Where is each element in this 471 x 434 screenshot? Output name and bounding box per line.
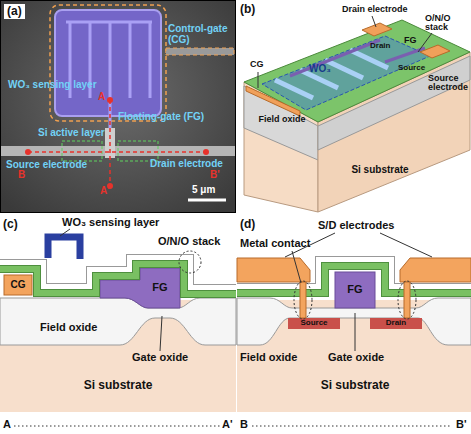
sensing-region: WO₃: [298, 60, 342, 78]
drain-region: [370, 318, 422, 329]
ono-top: [244, 20, 470, 122]
cross-section-bb: [237, 233, 471, 426]
cut-dot: [25, 149, 31, 155]
node-text: FG: [347, 284, 362, 296]
node-text: Source: [300, 319, 327, 327]
source-box: [62, 141, 102, 161]
device-3d: [244, 16, 470, 212]
source-region: [288, 318, 340, 329]
floating-gate-3d: [290, 40, 425, 76]
node-text: WO₃: [309, 64, 331, 75]
node-text: (a): [4, 4, 25, 19]
part-label: Metal contact: [240, 238, 310, 250]
part-label: FG: [404, 36, 417, 45]
part-label: Drain electrode: [342, 5, 408, 14]
part-label: S/D electrodes: [318, 220, 394, 232]
gate-block: FG: [335, 272, 375, 308]
part-label: A': [100, 186, 110, 197]
part-label: B': [210, 170, 220, 181]
oxide-face: Field oxide: [248, 110, 316, 130]
part-label: Floating-gate (FG): [118, 112, 204, 123]
wo3-layer: [48, 237, 80, 259]
part-label: WO₃ sensing layer: [62, 217, 159, 229]
cut-line-b: [28, 151, 206, 153]
node-text: Drain: [386, 319, 406, 327]
gate-block: FG: [140, 270, 180, 306]
node-text: Si substrate: [84, 379, 153, 392]
part-label: Si active layer: [38, 128, 105, 139]
doped-region: Source: [288, 318, 340, 329]
part-label: (b): [240, 3, 255, 16]
node-text: Field oxide: [258, 115, 305, 124]
part-label: Field oxide: [240, 352, 297, 364]
wo3-region: [262, 36, 430, 110]
node-text: CG: [11, 280, 26, 291]
part-label: WO₃ sensing layer: [8, 80, 97, 91]
metal-via: [300, 282, 306, 318]
part-label: O/N/O stack: [158, 236, 220, 248]
contact-circle: [398, 281, 416, 319]
axis-dotted: [252, 426, 452, 427]
part-label: A': [222, 419, 233, 431]
scale-bar: [188, 199, 226, 202]
substrate-band: Si substrate: [300, 372, 410, 398]
part-label: Drain: [370, 42, 390, 50]
metal-via: [404, 282, 410, 318]
part-label: A: [3, 419, 11, 431]
part-label: B: [18, 170, 25, 181]
doped-region: Drain: [370, 318, 422, 329]
source-pad: [420, 45, 450, 58]
part-label: B: [240, 419, 248, 431]
drain-electrode: [400, 258, 471, 282]
cut-dot: [107, 97, 113, 103]
cross-section-aa: [0, 229, 236, 426]
substrate-face: Si substrate: [335, 160, 425, 180]
node-text: FG: [152, 282, 167, 294]
substrate-band: Si substrate: [40, 372, 196, 398]
sem-image: [0, 1, 236, 213]
drain-box: [118, 141, 158, 161]
part-label: Gate oxide: [328, 352, 384, 364]
source-electrode: [237, 258, 310, 282]
part-label: Field oxide: [40, 322, 97, 334]
axis-dotted: [14, 426, 220, 427]
ono-stack: [0, 264, 236, 294]
part-label: Source electrode: [428, 74, 471, 93]
sem-background: [1, 1, 236, 213]
field-oxide: [0, 298, 236, 345]
control-gate-arm: [166, 48, 234, 55]
leader-lines: [258, 16, 432, 88]
ono-edge: [0, 264, 236, 294]
part-label: Source: [398, 64, 425, 72]
cut-line-a: [109, 100, 111, 186]
control-gate: [4, 275, 32, 295]
zoom-circle: [179, 251, 201, 273]
leader-lines: [285, 233, 432, 351]
part-label: (d): [240, 218, 255, 231]
part-label: Source electrode: [6, 160, 87, 171]
node-text: Si substrate: [351, 165, 408, 176]
drain-pad: [362, 23, 392, 36]
part-label: 5 μm: [192, 185, 215, 196]
part-label: O/N/O stack: [425, 14, 469, 33]
part-label: A: [98, 92, 105, 103]
part-label: Gate oxide: [132, 352, 188, 364]
contact-circle: [294, 281, 312, 319]
floating-gate: [335, 272, 375, 308]
cut-dot: [203, 149, 209, 155]
gate-block: CG: [4, 275, 32, 295]
part-label: CG: [250, 60, 264, 69]
part-label: Drain electrode: [150, 159, 223, 170]
part-label: (c): [3, 218, 18, 231]
control-gate-3d: [246, 86, 300, 116]
part-label: Control-gate (CG): [168, 24, 236, 45]
node-text: Si substrate: [321, 379, 390, 392]
part-label: B': [456, 419, 467, 431]
